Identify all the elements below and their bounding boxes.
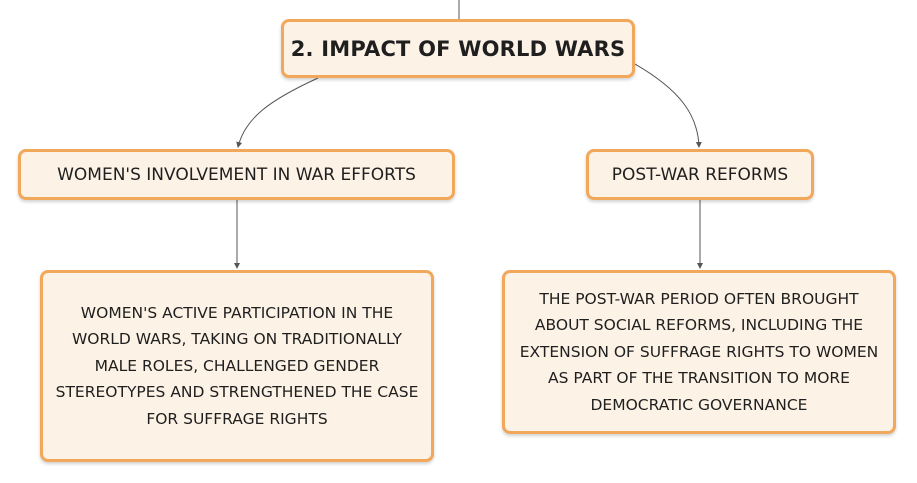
detail-node-war-efforts-text: WOMEN'S ACTIVE PARTICIPATION IN THE WORL… — [55, 303, 419, 428]
root-node[interactable]: 2. IMPACT OF WORLD WARS — [281, 19, 635, 78]
branch-node-war-efforts-label: WOMEN'S INVOLVEMENT IN WAR EFFORTS — [57, 164, 416, 185]
detail-node-post-war-reforms[interactable]: THE POST-WAR PERIOD OFTEN BROUGHT ABOUT … — [502, 270, 896, 434]
detail-node-war-efforts[interactable]: WOMEN'S ACTIVE PARTICIPATION IN THE WORL… — [40, 270, 434, 462]
root-node-label: 2. IMPACT OF WORLD WARS — [290, 36, 626, 61]
detail-node-post-war-reforms-text: THE POST-WAR PERIOD OFTEN BROUGHT ABOUT … — [519, 289, 879, 414]
branch-node-war-efforts[interactable]: WOMEN'S INVOLVEMENT IN WAR EFFORTS — [18, 149, 455, 200]
branch-node-post-war-reforms[interactable]: POST-WAR REFORMS — [586, 149, 814, 200]
connector-root-to-involvement — [236, 77, 319, 148]
connector-root-to-reforms — [634, 63, 702, 148]
branch-node-post-war-reforms-label: POST-WAR REFORMS — [611, 164, 789, 185]
